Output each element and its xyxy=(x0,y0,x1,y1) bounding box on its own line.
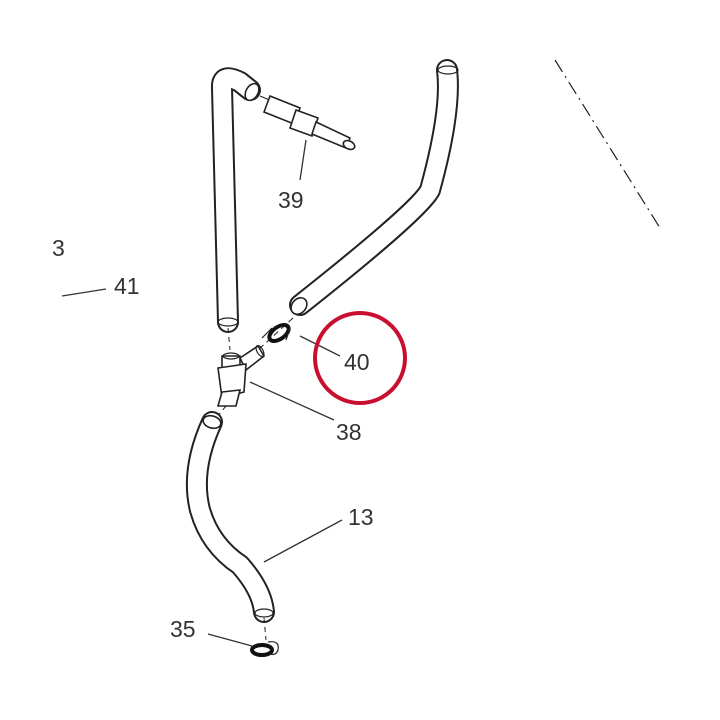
label-39: 39 xyxy=(278,187,304,213)
part-38-tee-fitting[interactable] xyxy=(216,344,266,407)
label-38: 38 xyxy=(336,419,362,445)
label-40: 40 xyxy=(344,349,370,375)
part-39-connector[interactable] xyxy=(259,94,356,151)
hose-left-vertical[interactable] xyxy=(210,67,262,333)
dashed-reference-line xyxy=(554,59,661,229)
centerline-40-38 xyxy=(227,317,294,351)
part-13-lower-hose[interactable] xyxy=(185,411,275,623)
label-edge-fragment: 3 xyxy=(52,235,65,261)
label-13: 13 xyxy=(348,504,374,530)
highlight-circle xyxy=(313,311,407,405)
label-41: 41 xyxy=(114,273,140,299)
part-35-clamp[interactable] xyxy=(250,641,279,657)
leader-lines xyxy=(61,139,343,647)
label-35: 35 xyxy=(170,616,196,642)
hose-right-diagonal[interactable] xyxy=(288,59,459,317)
centerline-13-35 xyxy=(263,617,267,641)
